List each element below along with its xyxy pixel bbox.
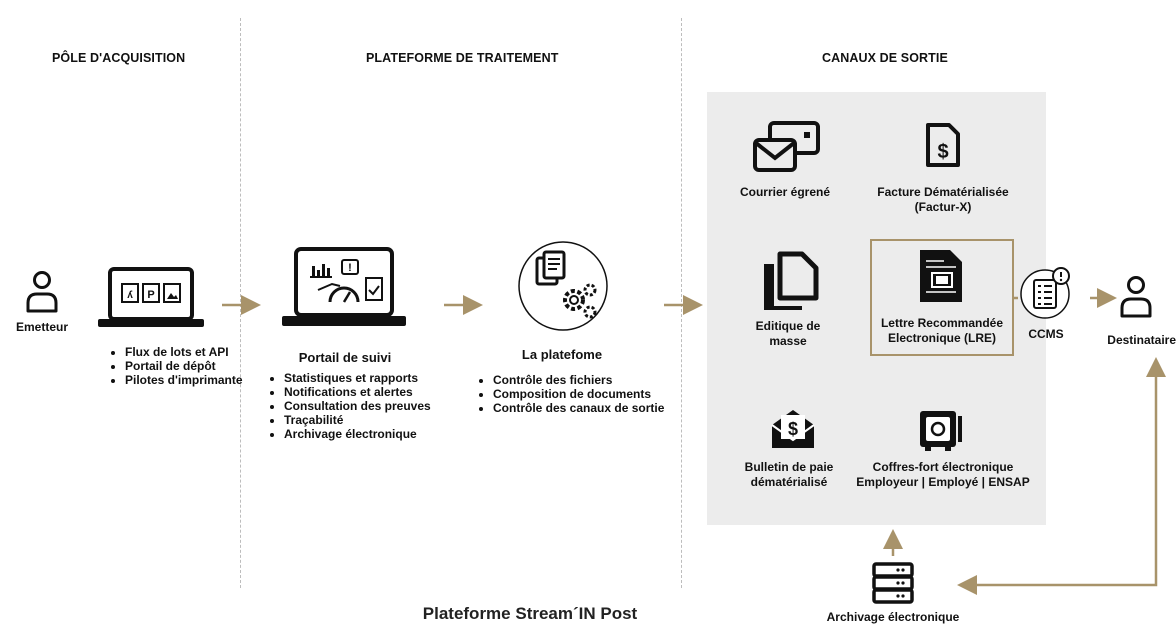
list-item: Flux de lots et API bbox=[125, 345, 275, 359]
list-item: Composition de documents bbox=[493, 387, 693, 401]
ccms-label: CCMS bbox=[1028, 327, 1064, 341]
courrier-label: Courrier égrené bbox=[739, 185, 831, 199]
svg-text:!: ! bbox=[348, 262, 352, 274]
invoice-icon: $ bbox=[926, 123, 960, 167]
gear-icon bbox=[518, 241, 608, 331]
checklist-alert-icon bbox=[1020, 267, 1070, 319]
payslip-icon: $ bbox=[771, 410, 815, 448]
editique-label: Editique de masse bbox=[755, 319, 821, 348]
svg-text:$: $ bbox=[788, 419, 798, 439]
destinataire-label: Destinataire bbox=[1107, 333, 1176, 347]
facture-label: Facture Dématérialisée (Factur-X) bbox=[877, 185, 1009, 214]
documents-icon bbox=[764, 251, 819, 310]
lre-highlight-box bbox=[870, 239, 1014, 356]
list-item: Contrôle des fichiers bbox=[493, 373, 693, 387]
dashboard-icon: ! bbox=[282, 247, 406, 326]
envelope-icon bbox=[753, 121, 820, 172]
list-item: Archivage électronique bbox=[284, 427, 464, 441]
svg-text:P: P bbox=[147, 289, 154, 301]
emetteur-label: Emetteur bbox=[15, 320, 68, 334]
footer-title: Plateforme Stream´IN Post bbox=[422, 604, 638, 623]
user-icon bbox=[1120, 276, 1152, 318]
archivage-label: Archivage électronique bbox=[826, 610, 960, 624]
list-item: Pilotes d'imprimante bbox=[125, 373, 275, 387]
svg-text:$: $ bbox=[937, 141, 948, 163]
list-item: Traçabilité bbox=[284, 413, 464, 427]
portail-list: Statistiques et rapports Notifications e… bbox=[269, 371, 464, 441]
list-item: Statistiques et rapports bbox=[284, 371, 464, 385]
section-divider-2 bbox=[681, 18, 682, 588]
recommended-letter-icon bbox=[920, 250, 962, 302]
lre-label: Lettre Recommandée Electronique (LRE) bbox=[880, 316, 1004, 345]
user-icon bbox=[26, 271, 58, 313]
svg-text:ʎ: ʎ bbox=[127, 290, 133, 301]
laptop-icon: ʎ P bbox=[98, 267, 204, 327]
coffre-label: Coffres-fort électronique Employeur | Em… bbox=[856, 460, 1030, 489]
list-item: Notifications et alertes bbox=[284, 385, 464, 399]
header-acquisition: PÔLE D'ACQUISITION bbox=[52, 51, 186, 65]
portail-title: Portail de suivi bbox=[298, 350, 392, 365]
safe-icon bbox=[920, 411, 962, 451]
acquisition-list: Flux de lots et API Portail de dépôt Pil… bbox=[110, 345, 275, 387]
header-sortie: CANAUX DE SORTIE bbox=[822, 51, 948, 65]
platefome-list: Contrôle des fichiers Composition de doc… bbox=[478, 373, 693, 415]
pdf-icon bbox=[121, 283, 181, 303]
list-item: Contrôle des canaux de sortie bbox=[493, 401, 693, 415]
section-divider-1 bbox=[240, 18, 241, 588]
list-item: Portail de dépôt bbox=[125, 359, 275, 373]
header-traitement: PLATEFORME DE TRAITEMENT bbox=[366, 51, 559, 65]
arrow bbox=[957, 368, 1158, 595]
server-icon bbox=[872, 562, 914, 604]
bulletin-label: Bulletin de paie dématérialisé bbox=[744, 460, 834, 489]
list-item: Consultation des preuves bbox=[284, 399, 464, 413]
platefome-title: La platefome bbox=[521, 347, 603, 362]
